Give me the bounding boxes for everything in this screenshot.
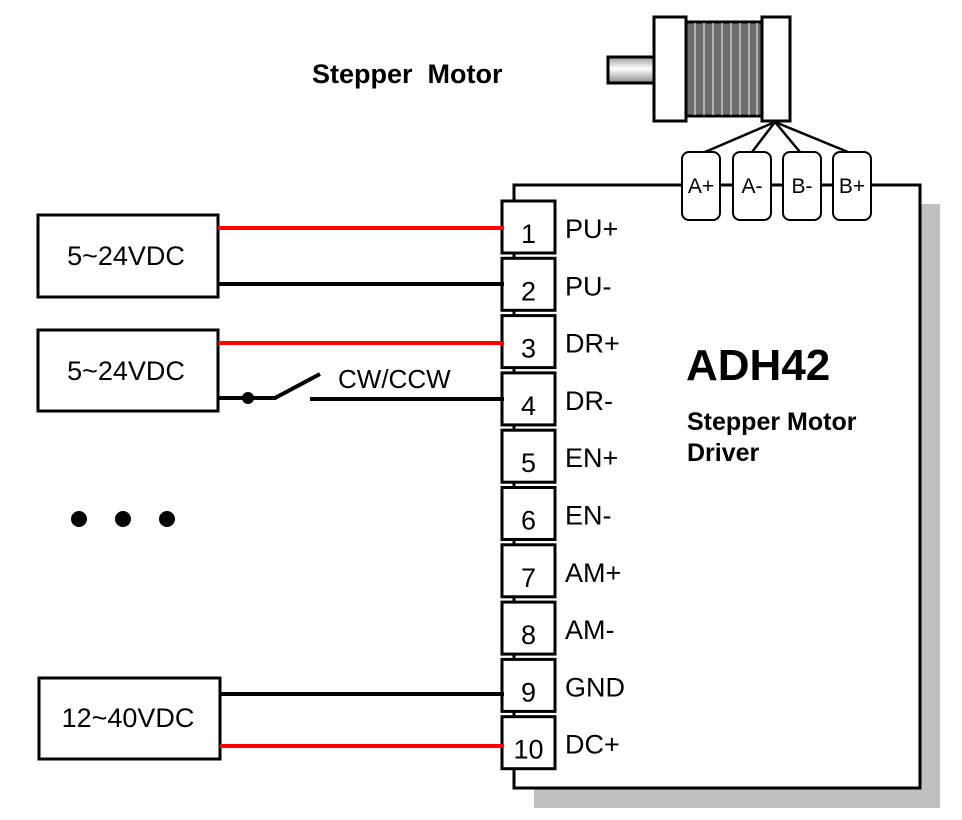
phase-terminal-b-minus[interactable]: B- xyxy=(782,151,822,221)
terminal-box xyxy=(500,600,557,656)
phase-terminals: A+ A- B- B+ xyxy=(681,151,872,221)
terminal-number: 3 xyxy=(521,334,536,364)
terminal-am-minusplus[interactable]: 7 AM+ xyxy=(500,543,621,599)
motor-leads xyxy=(704,120,849,154)
phase-terminal-b-plus[interactable]: B+ xyxy=(832,151,872,221)
stepper-motor xyxy=(606,15,849,154)
driver-subtitle-line2: Driver xyxy=(687,439,760,467)
terminal-block: 1 PU+ 2 PU- 3 DR+ 4 DR- 5 EN+ 6 EN- 7 AM+ 8 AM- 9 GND 10 DC… xyxy=(500,199,625,771)
supply-label: 12~40VDC xyxy=(62,703,195,733)
supply-box xyxy=(37,676,222,761)
terminal-number: 8 xyxy=(521,620,536,650)
motor-rear-cap xyxy=(760,15,792,123)
switch-pivot-dot xyxy=(242,392,254,404)
terminal-box xyxy=(500,314,557,370)
phase-label: A- xyxy=(742,175,763,198)
terminal-box xyxy=(500,256,557,312)
terminal-dc-minusplus[interactable]: 10 DC+ xyxy=(500,715,620,771)
terminal-number: 6 xyxy=(521,506,536,536)
phase-terminal-a-minus[interactable]: A- xyxy=(732,151,772,221)
switch-label: CW/CCW xyxy=(338,364,451,394)
ellipsis-dots xyxy=(71,511,175,527)
terminal-number: 1 xyxy=(521,219,536,249)
supply-label: 5~24VDC xyxy=(67,356,185,386)
terminal-label: PU- xyxy=(565,271,612,301)
phase-terminal-a-plus[interactable]: A+ xyxy=(681,151,721,221)
terminal-label: DR+ xyxy=(565,329,620,359)
terminal-box xyxy=(500,428,557,484)
terminal-gnd[interactable]: 9 GND xyxy=(500,657,625,713)
terminal-box xyxy=(500,657,557,713)
terminal-label: GND xyxy=(565,672,625,702)
terminal-box xyxy=(500,543,557,599)
driver-subtitle-line1: Stepper Motor xyxy=(687,408,857,436)
terminal-label: PU+ xyxy=(565,214,618,244)
terminal-am-minus[interactable]: 8 AM- xyxy=(500,600,615,656)
supply-3: 12~40VDC xyxy=(37,676,222,761)
terminal-number: 4 xyxy=(521,391,536,421)
supply-box xyxy=(36,213,220,299)
switch-lever[interactable] xyxy=(274,372,321,400)
supply-1: 5~24VDC xyxy=(36,213,220,299)
motor-shaft xyxy=(606,55,658,85)
terminal-label: EN- xyxy=(565,501,612,531)
terminal-en-minusplus[interactable]: 5 EN+ xyxy=(500,428,618,484)
motor-body xyxy=(684,20,764,118)
terminal-label: DR- xyxy=(565,386,613,416)
phase-label: A+ xyxy=(688,175,714,198)
phase-label: B+ xyxy=(839,175,865,198)
motor-title: Stepper Motor xyxy=(312,59,503,89)
supply-2: 5~24VDC xyxy=(36,328,220,413)
terminal-label: AM+ xyxy=(565,558,621,588)
terminal-pu-minusplus[interactable]: 1 PU+ xyxy=(500,199,618,255)
terminal-box xyxy=(500,715,557,771)
motor-front-cap xyxy=(652,15,688,123)
phase-label: B- xyxy=(792,175,813,198)
terminal-number: 5 xyxy=(521,448,536,478)
terminal-box xyxy=(500,486,557,541)
terminal-number: 2 xyxy=(521,276,536,306)
wires xyxy=(218,226,504,748)
terminal-number: 7 xyxy=(521,563,536,593)
supply-box xyxy=(36,328,220,413)
terminal-label: EN+ xyxy=(565,443,618,473)
driver-body xyxy=(512,183,922,790)
terminal-en-minus[interactable]: 6 EN- xyxy=(500,486,612,541)
terminal-label: DC+ xyxy=(565,730,620,760)
terminal-number: 9 xyxy=(521,677,536,707)
terminal-dr-minusplus[interactable]: 3 DR+ xyxy=(500,314,620,370)
driver-model: ADH42 xyxy=(686,341,830,390)
terminal-number: 10 xyxy=(513,735,543,765)
supply-label: 5~24VDC xyxy=(67,241,185,271)
terminal-pu-minus[interactable]: 2 PU- xyxy=(500,256,612,312)
terminal-label: AM- xyxy=(565,615,615,645)
